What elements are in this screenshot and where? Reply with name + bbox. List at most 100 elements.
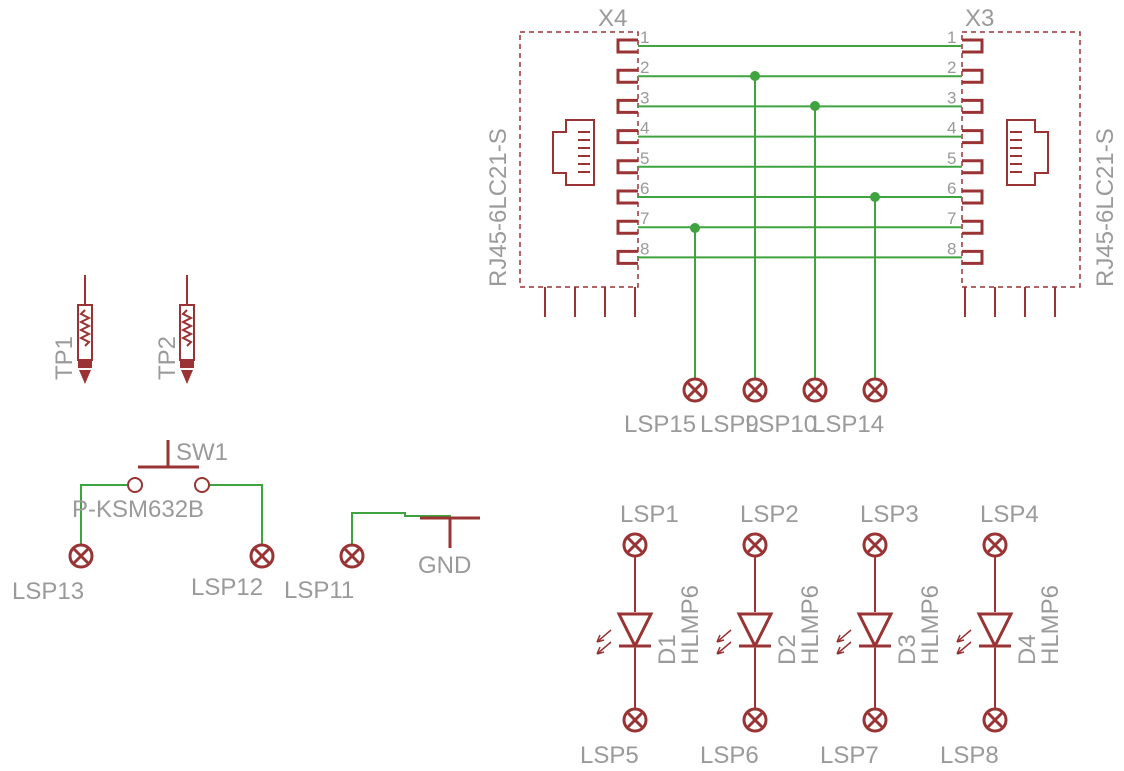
connector-x3-legs	[964, 287, 1056, 317]
led-d1[interactable]: LSP1 LSP5 D1 HLMP6	[580, 501, 704, 769]
pad-label-lsp14: LSP14	[812, 411, 884, 438]
pin-number: 2	[947, 58, 956, 77]
pin-number: 5	[640, 149, 649, 168]
led-ref-d1: D1	[654, 634, 681, 665]
connector-pin-icon	[962, 129, 984, 145]
connector-pin-icon	[962, 98, 984, 114]
switch-contact-icon	[127, 477, 143, 493]
pad-lsp12-icon[interactable]	[249, 543, 275, 569]
pad-label-lsp15: LSP15	[624, 411, 696, 438]
connector-pin-icon	[616, 219, 638, 235]
led-value-d2: HLMP6	[797, 585, 824, 665]
connector-pin-icon	[616, 159, 638, 175]
led-d4[interactable]: LSP4 LSP8 D4 HLMP6	[940, 501, 1064, 769]
testpoint-tp2[interactable]: TP2	[154, 275, 195, 384]
jack-icon	[1006, 119, 1049, 186]
switch-value: P-KSM632B	[72, 496, 204, 523]
pad-lsp9-icon[interactable]	[742, 377, 768, 403]
pin-number: 6	[640, 179, 649, 198]
connector-pin-icon	[616, 38, 638, 54]
led-value-d1: HLMP6	[677, 585, 704, 665]
led-array: LSP1 LSP5 D1 HLMP6 LSP2 LSP6 D2 HLMP6 LS…	[580, 501, 1064, 769]
pad-lsp13-icon[interactable]	[68, 543, 94, 569]
connector-x3-ref: X3	[965, 5, 994, 32]
testpoint-label-tp2: TP2	[154, 336, 181, 380]
pad-label-lsp10: LSP10	[745, 411, 817, 438]
led-symbol-icon	[836, 532, 894, 733]
led-symbol-icon	[716, 532, 774, 733]
pin-number: 3	[947, 88, 956, 107]
pad-label-lsp8: LSP8	[940, 742, 999, 769]
probe-tip-icon	[181, 370, 193, 384]
testpoint-collar	[180, 360, 194, 368]
junction-dot	[690, 223, 700, 233]
pad-label-lsp1: LSP1	[620, 501, 679, 528]
pin-number: 8	[947, 239, 956, 258]
pad-label-lsp9: LSP9	[700, 411, 759, 438]
pad-lsp15-icon[interactable]	[682, 377, 708, 403]
pad-label-lsp3: LSP3	[860, 501, 919, 528]
connector-pin-icon	[962, 189, 984, 205]
led-value-d4: HLMP6	[1037, 585, 1064, 665]
wire-switch-left	[80, 484, 127, 545]
pad-lsp10-icon[interactable]	[802, 377, 828, 403]
connector-x4-ref: X4	[598, 5, 627, 32]
pad-label-lsp6: LSP6	[700, 742, 759, 769]
pin-number: 5	[947, 149, 956, 168]
pin-number: 1	[947, 28, 956, 47]
ground-label: GND	[418, 552, 471, 579]
led-symbol-icon	[956, 532, 1014, 733]
pin-number: 7	[947, 209, 956, 228]
connector-pin-icon	[616, 98, 638, 114]
led-ref-d2: D2	[774, 634, 801, 665]
led-symbol-icon	[596, 532, 654, 733]
connector-pin-icon	[962, 38, 984, 54]
pin-number: 7	[640, 209, 649, 228]
switch-contact-icon	[194, 477, 210, 493]
pad-label-lsp2: LSP2	[740, 501, 799, 528]
connector-x3-outline	[961, 31, 1081, 288]
switch-ref: SW1	[176, 439, 228, 466]
led-d2[interactable]: LSP2 LSP6 D2 HLMP6	[700, 501, 824, 769]
spring-icon	[78, 309, 92, 347]
pad-label-lsp11: LSP11	[284, 577, 354, 604]
pad-label-lsp12: LSP12	[191, 574, 263, 601]
pin-number: 4	[947, 119, 956, 138]
ground-net[interactable]: GND	[351, 512, 480, 579]
junction-dot	[750, 71, 760, 81]
pin-number: 8	[640, 239, 649, 258]
led-value-d3: HLMP6	[917, 585, 944, 665]
pin-number: 2	[640, 58, 649, 77]
junction-dot	[810, 101, 820, 111]
connector-pin-icon	[616, 129, 638, 145]
jack-contacts-icon	[578, 131, 590, 173]
led-ref-d4: D4	[1014, 634, 1041, 665]
connector-pin-icon	[962, 219, 984, 235]
pad-lsp11-icon[interactable]	[339, 543, 365, 569]
pad-label-lsp4: LSP4	[980, 501, 1039, 528]
connector-pin-icon	[616, 68, 638, 84]
pad-label-lsp5: LSP5	[580, 742, 639, 769]
connector-pin-icon	[962, 159, 984, 175]
switch-sw1[interactable]: SW1 P-KSM632B	[72, 439, 263, 545]
ground-symbol-icon	[420, 516, 480, 548]
testpoint-label-tp1: TP1	[51, 336, 78, 380]
connector-x3-value: RJ45-6LC21-S	[1092, 128, 1119, 287]
connector-pin-icon	[616, 249, 638, 265]
jack-icon	[552, 119, 595, 186]
wire-switch-right	[210, 484, 263, 545]
probe-tip-icon	[79, 370, 91, 384]
breakout-pads[interactable]: LSP15 LSP9 LSP10 LSP14	[624, 377, 888, 438]
pad-lsp14-icon[interactable]	[862, 377, 888, 403]
testpoint-tp1[interactable]: TP1	[51, 275, 93, 384]
led-d3[interactable]: LSP3 LSP7 D3 HLMP6	[820, 501, 944, 769]
wire-ground	[351, 512, 451, 545]
switch-actuator-icon	[138, 440, 199, 469]
pad-label-lsp13: LSP13	[12, 578, 84, 605]
